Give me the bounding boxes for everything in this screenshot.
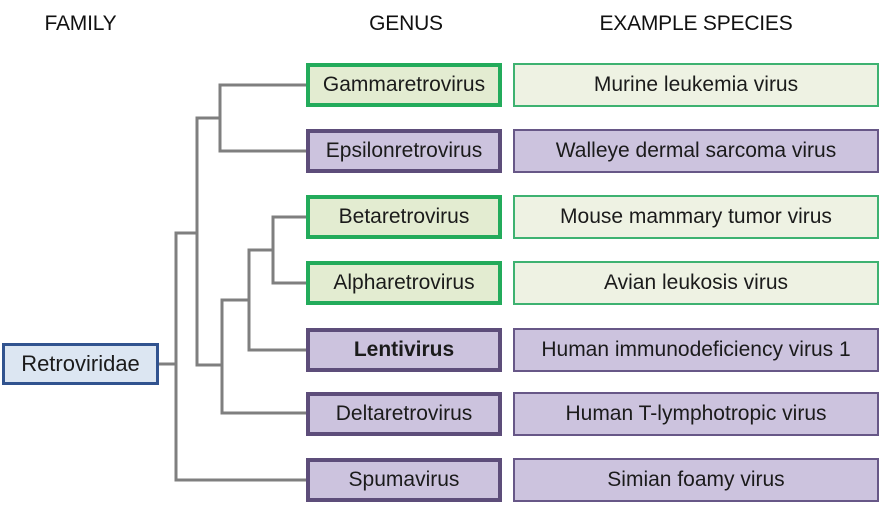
genus-label: Epsilonretrovirus [325,139,483,162]
genus-label: Alpharetrovirus [333,271,475,294]
genus-label: Deltaretrovirus [335,402,473,425]
species-box-human-immunodeficiency-virus-1: Human immunodeficiency virus 1 [513,328,879,372]
species-box-walleye-dermal-sarcoma-virus: Walleye dermal sarcoma virus [513,129,879,173]
genus-label: Spumavirus [348,468,460,491]
species-box-murine-leukemia-virus: Murine leukemia virus [513,63,879,107]
species-box-human-t-lymphotropic-virus: Human T-lymphotropic virus [513,392,879,436]
genus-box-betaretrovirus: Betaretrovirus [306,195,502,239]
species-label: Avian leukosis virus [603,271,789,294]
header-family: FAMILY [44,12,117,35]
species-label: Murine leukemia virus [593,73,799,96]
genus-box-epsilonretrovirus: Epsilonretrovirus [306,129,502,173]
genus-box-spumavirus: Spumavirus [306,458,502,502]
family-box-retroviridae: Retroviridae [2,343,159,385]
genus-box-gammaretrovirus: Gammaretrovirus [306,63,502,107]
genus-box-deltaretrovirus: Deltaretrovirus [306,392,502,436]
species-label: Mouse mammary tumor virus [560,205,832,228]
species-label: Walleye dermal sarcoma virus [555,139,837,162]
genus-label: Betaretrovirus [338,205,470,228]
species-box-avian-leukosis-virus: Avian leukosis virus [513,261,879,305]
genus-box-lentivirus: Lentivirus [306,328,502,372]
genus-label: Gammaretrovirus [322,73,486,96]
genus-label: Lentivirus [353,338,455,361]
species-box-simian-foamy-virus: Simian foamy virus [513,458,879,502]
genus-box-alpharetrovirus: Alpharetrovirus [306,261,502,305]
species-box-mouse-mammary-tumor-virus: Mouse mammary tumor virus [513,195,879,239]
species-label: Human T-lymphotropic virus [565,402,827,425]
header-example-species: EXAMPLE SPECIES [599,12,793,35]
species-label: Simian foamy virus [607,468,785,491]
species-label: Human immunodeficiency virus 1 [541,338,851,361]
family-label: Retroviridae [21,351,140,376]
header-genus: GENUS [369,12,443,35]
